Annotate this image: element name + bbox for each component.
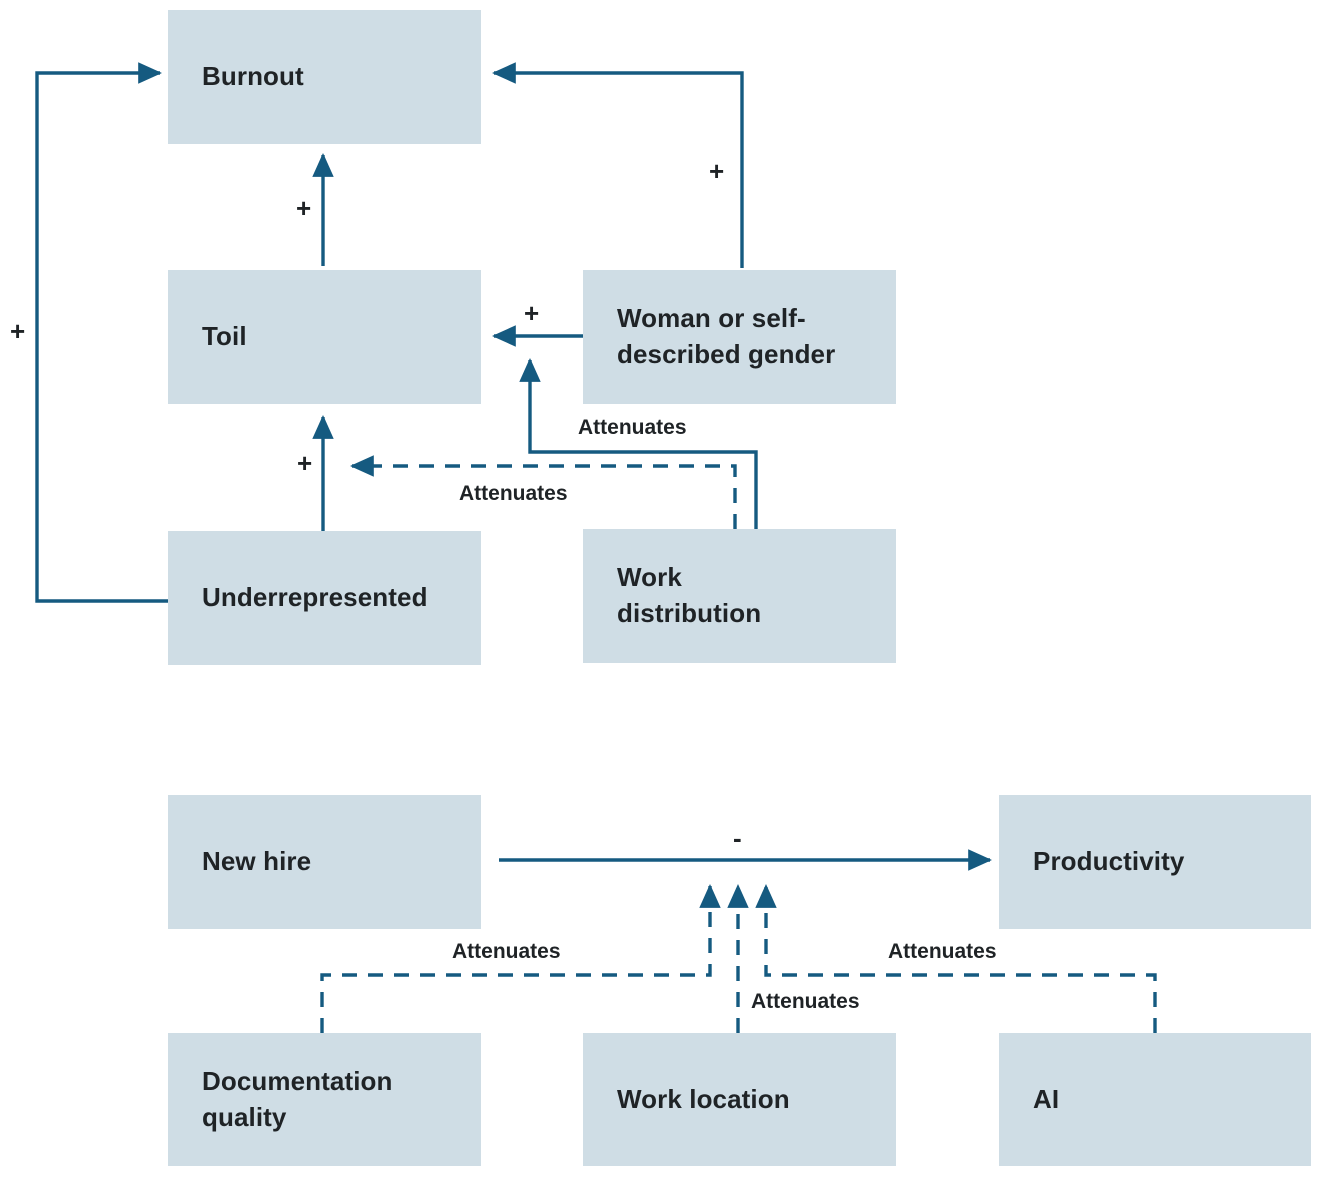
node-burnout[interactable]: Burnout (168, 10, 481, 144)
node-productivity[interactable]: Productivity (999, 795, 1311, 929)
node-documentation-quality-label: Documentation quality (202, 1065, 393, 1132)
node-woman-or-self-described-gender[interactable]: Woman or self- described gender (583, 270, 896, 404)
node-toil[interactable]: Toil (168, 270, 481, 404)
node-ai[interactable]: AI (999, 1033, 1311, 1166)
edge-label-attenuates-ai: Attenuates (888, 940, 997, 963)
sign-toil-to-burnout-plus: + (296, 193, 312, 223)
node-woman-or-self-described-gender-label: Woman or self- described gender (617, 303, 836, 369)
node-burnout-label: Burnout (202, 61, 304, 92)
node-ai-label: AI (1033, 1083, 1060, 1114)
node-work-distribution[interactable]: Work distribution (583, 529, 896, 663)
sign-woman-to-toil-plus: + (524, 298, 540, 328)
node-underrepresented-label: Underrepresented (202, 582, 428, 613)
edge-label-attenuates-work-location: Attenuates (751, 990, 860, 1013)
edge-label-attenuates-documentation-quality: Attenuates (452, 940, 561, 963)
sign-new-hire-to-productivity-minus: - (733, 823, 742, 853)
sign-woman-to-burnout-plus: + (709, 156, 725, 186)
node-underrepresented[interactable]: Underrepresented (168, 531, 481, 665)
node-toil-label: Toil (202, 321, 247, 352)
node-work-distribution-label: Work distribution (617, 562, 762, 628)
edge-woman-to-burnout (492, 62, 744, 268)
edge-work-distribution-attenuates-under-toil (350, 455, 737, 529)
node-new-hire-label: New hire (202, 846, 312, 877)
sign-underrepresented-to-toil-plus: + (297, 448, 313, 478)
node-work-location-label: Work location (617, 1083, 790, 1114)
edge-ai-attenuates (755, 884, 1157, 1033)
edge-label-attenuates-under-toil: Attenuates (459, 482, 568, 505)
node-documentation-quality[interactable]: Documentation quality (168, 1033, 481, 1166)
edge-underrepresented-to-burnout (35, 62, 168, 603)
node-productivity-label: Productivity (1033, 846, 1185, 877)
edge-documentation-quality-attenuates (320, 884, 721, 1033)
node-work-location[interactable]: Work location (583, 1033, 896, 1166)
edge-work-distribution-attenuates-woman-toil (519, 358, 758, 529)
edge-label-attenuates-woman-toil: Attenuates (578, 416, 687, 439)
sign-loop-plus: + (10, 316, 26, 346)
node-new-hire[interactable]: New hire (168, 795, 481, 929)
